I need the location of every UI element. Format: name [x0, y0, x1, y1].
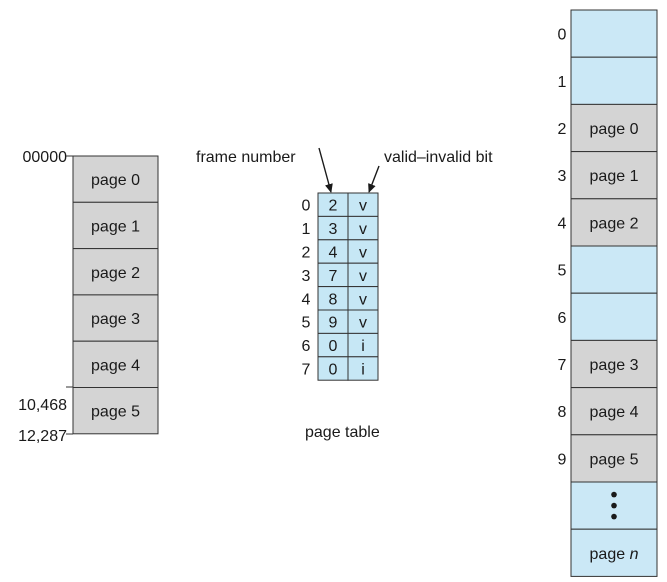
- physical-frame-index: 9: [558, 451, 567, 468]
- page-table-index: 4: [302, 291, 311, 308]
- physical-frame-index: 3: [558, 168, 567, 185]
- page-table-valid-bit: i: [361, 362, 365, 379]
- physical-frame-label: page 5: [590, 451, 639, 468]
- page-table-index: 2: [302, 245, 311, 262]
- page-table-index: 0: [302, 198, 311, 215]
- page-table-valid-bit: v: [359, 198, 367, 215]
- physical-frame-free: [570, 292, 658, 341]
- physical-frame-label: page 4: [590, 404, 639, 421]
- logical-address-label: 10,468: [18, 397, 67, 414]
- physical-frame-label: page 1: [590, 168, 639, 185]
- frame-number-arrow: [318, 147, 333, 193]
- physical-frame-label: page 0: [590, 121, 639, 138]
- page-table-valid-bit: i: [361, 338, 365, 355]
- physical-frame-index: 0: [558, 27, 567, 44]
- page-table-frame-value: 9: [329, 315, 338, 332]
- frame-number-label: frame number: [196, 149, 296, 166]
- logical-page-label: page 3: [91, 311, 140, 328]
- valid-invalid-bit-label: valid–invalid bit: [384, 149, 493, 166]
- logical-page-cell: [72, 387, 159, 435]
- logical-page-label: page 4: [91, 357, 140, 374]
- page-table-valid-bit: v: [359, 268, 367, 285]
- logical-page-cell: [72, 248, 159, 296]
- page-table: frame number valid–invalid bit page tabl…: [196, 147, 493, 441]
- ellipsis-dot: [611, 491, 617, 498]
- physical-frame-index: 1: [558, 74, 567, 91]
- last-page-variable: n: [630, 546, 639, 563]
- logical-page-label: page 1: [91, 218, 140, 235]
- physical-frame-used: [570, 151, 658, 200]
- physical-frame-used: [570, 198, 658, 247]
- physical-memory: 0 1 2 page 0 3 page 1 4 page 2 5 6 7 page 3 8 page 4 9…: [558, 9, 658, 577]
- page-table-valid-bit: v: [359, 291, 367, 308]
- page-table-index: 3: [302, 268, 311, 285]
- page-table-frame-value: 4: [329, 245, 338, 262]
- page-table-frame-value: 7: [329, 268, 338, 285]
- page-table-valid-bit: v: [359, 221, 367, 238]
- physical-frame-free: [570, 245, 658, 294]
- logical-page-label: page 0: [91, 172, 140, 189]
- page-table-valid-bit: v: [359, 245, 367, 262]
- physical-frame-index: 5: [558, 263, 567, 280]
- page-table-valid-bit: v: [359, 315, 367, 332]
- physical-frame-index: 4: [558, 215, 567, 232]
- physical-frame-used: [570, 387, 658, 436]
- logical-address-label: 12,287: [18, 428, 67, 445]
- logical-address-label: 00000: [23, 149, 68, 166]
- page-table-index: 7: [302, 362, 311, 379]
- page-table-frame-value: 0: [329, 362, 338, 379]
- ellipsis-dot: [611, 502, 617, 509]
- logical-page-cell: [72, 201, 159, 250]
- physical-frame-free: [570, 528, 658, 577]
- physical-frame-index: 6: [558, 310, 567, 327]
- logical-memory: page 0 page 1 page 2 page 3 page 4 page 5 0000…: [18, 149, 159, 445]
- physical-frame-used: [570, 103, 658, 153]
- last-page-prefix: page: [590, 546, 630, 563]
- valid-bit-arrow: [368, 165, 380, 193]
- page-table-bit-cell: [347, 356, 379, 381]
- physical-frame-free: [570, 9, 658, 58]
- physical-frame-index: 2: [558, 121, 567, 138]
- logical-page-cell: [72, 155, 159, 203]
- ellipsis-dot: [611, 513, 617, 520]
- physical-frame-label: page n: [590, 546, 639, 563]
- physical-frame-index: 7: [558, 357, 567, 374]
- physical-frame-index: 8: [558, 404, 567, 421]
- page-table-index: 1: [302, 221, 311, 238]
- page-table-index: 5: [302, 315, 311, 332]
- page-table-frame-value: 8: [329, 291, 338, 308]
- physical-frame-label: page 3: [590, 357, 639, 374]
- page-table-frame-value: 3: [329, 221, 338, 238]
- logical-page-cell: [72, 294, 159, 342]
- logical-page-label: page 2: [91, 265, 140, 282]
- logical-page-label: page 5: [91, 404, 140, 421]
- page-table-title: page table: [305, 424, 380, 441]
- physical-frame-free: [570, 56, 658, 105]
- page-table-frame-value: 2: [329, 198, 338, 215]
- page-table-index: 6: [302, 338, 311, 355]
- physical-frame-label: page 2: [590, 215, 639, 232]
- physical-frame-used: [570, 339, 658, 389]
- page-table-frame-value: 0: [329, 338, 338, 355]
